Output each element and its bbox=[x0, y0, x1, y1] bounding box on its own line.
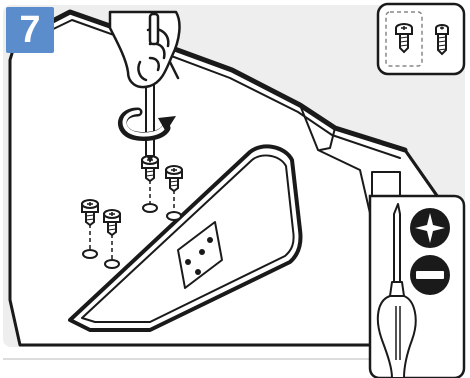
flathead-crossed-icon bbox=[410, 255, 450, 295]
screwdriver-shaft bbox=[146, 82, 154, 162]
screwdriver-inset bbox=[370, 196, 464, 378]
step-number-badge: 7 bbox=[6, 7, 54, 53]
phillips-head-icon bbox=[410, 208, 450, 248]
screw-types-inset-icon bbox=[378, 4, 464, 74]
screw-type-b bbox=[436, 25, 448, 54]
